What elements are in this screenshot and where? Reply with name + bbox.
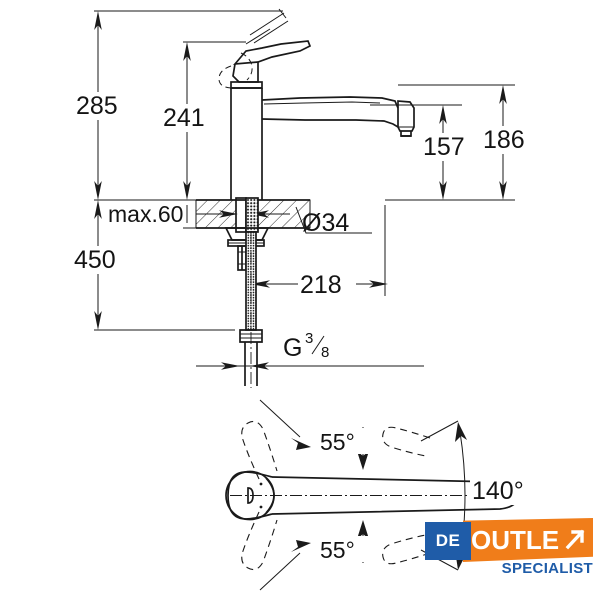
spout-position-lower-dashed	[241, 511, 431, 571]
dimension-label-285: 285	[76, 92, 118, 120]
thread-label-g: G	[283, 334, 302, 362]
logo-specialist-text: SPECIALIST	[501, 560, 593, 577]
angle-label-55-lower: 55°	[320, 537, 355, 563]
dimension-241: 241	[160, 42, 216, 200]
logo-de-text: DE	[435, 531, 461, 550]
threaded-stud	[237, 245, 247, 271]
dimension-label-450: 450	[74, 246, 116, 274]
logo-de-badge: DE	[425, 522, 471, 560]
dimension-label-186: 186	[483, 126, 525, 154]
witness-lines	[94, 10, 515, 367]
spout-position-upper-dashed	[241, 420, 431, 480]
logo-outlet-banner: OUTLE	[463, 518, 593, 562]
lever-handle	[218, 40, 312, 89]
lever-raised-indicator	[245, 8, 289, 45]
arrow-up-right-icon	[565, 529, 585, 550]
dimension-157: 157	[421, 105, 471, 200]
dimension-450: 450	[72, 200, 128, 330]
mounting-shank	[235, 197, 259, 233]
thread-callout-g38: G 3 8	[196, 330, 424, 370]
angle-label-140: 140°	[472, 477, 524, 505]
de-outlet-specialist-logo[interactable]: OUTLE DE SPECIALIST	[425, 518, 593, 580]
logo-outlet-text: OUTLE	[471, 524, 560, 555]
thread-label-denominator: 8	[321, 344, 329, 361]
spout-arm	[261, 96, 415, 137]
dimension-285: 285	[72, 11, 128, 200]
dimension-label-max60: max.60	[108, 201, 183, 227]
cartridge-cap	[230, 81, 263, 89]
angle-55-lower: 55°	[259, 520, 372, 591]
dimension-label-218: 218	[300, 271, 342, 299]
flexible-hose	[239, 231, 263, 388]
dimension-186: 186	[481, 85, 533, 200]
dimension-label-241: 241	[163, 104, 205, 132]
side-view-group: 285 241 450 max.60	[72, 8, 533, 388]
angle-label-55-upper: 55°	[320, 429, 355, 455]
dimension-218: 218	[251, 271, 388, 299]
faucet-body-column	[230, 88, 263, 200]
dimension-label-157: 157	[423, 133, 465, 161]
thread-label-numerator: 3	[305, 330, 313, 347]
angle-55-upper: 55°	[259, 399, 372, 470]
